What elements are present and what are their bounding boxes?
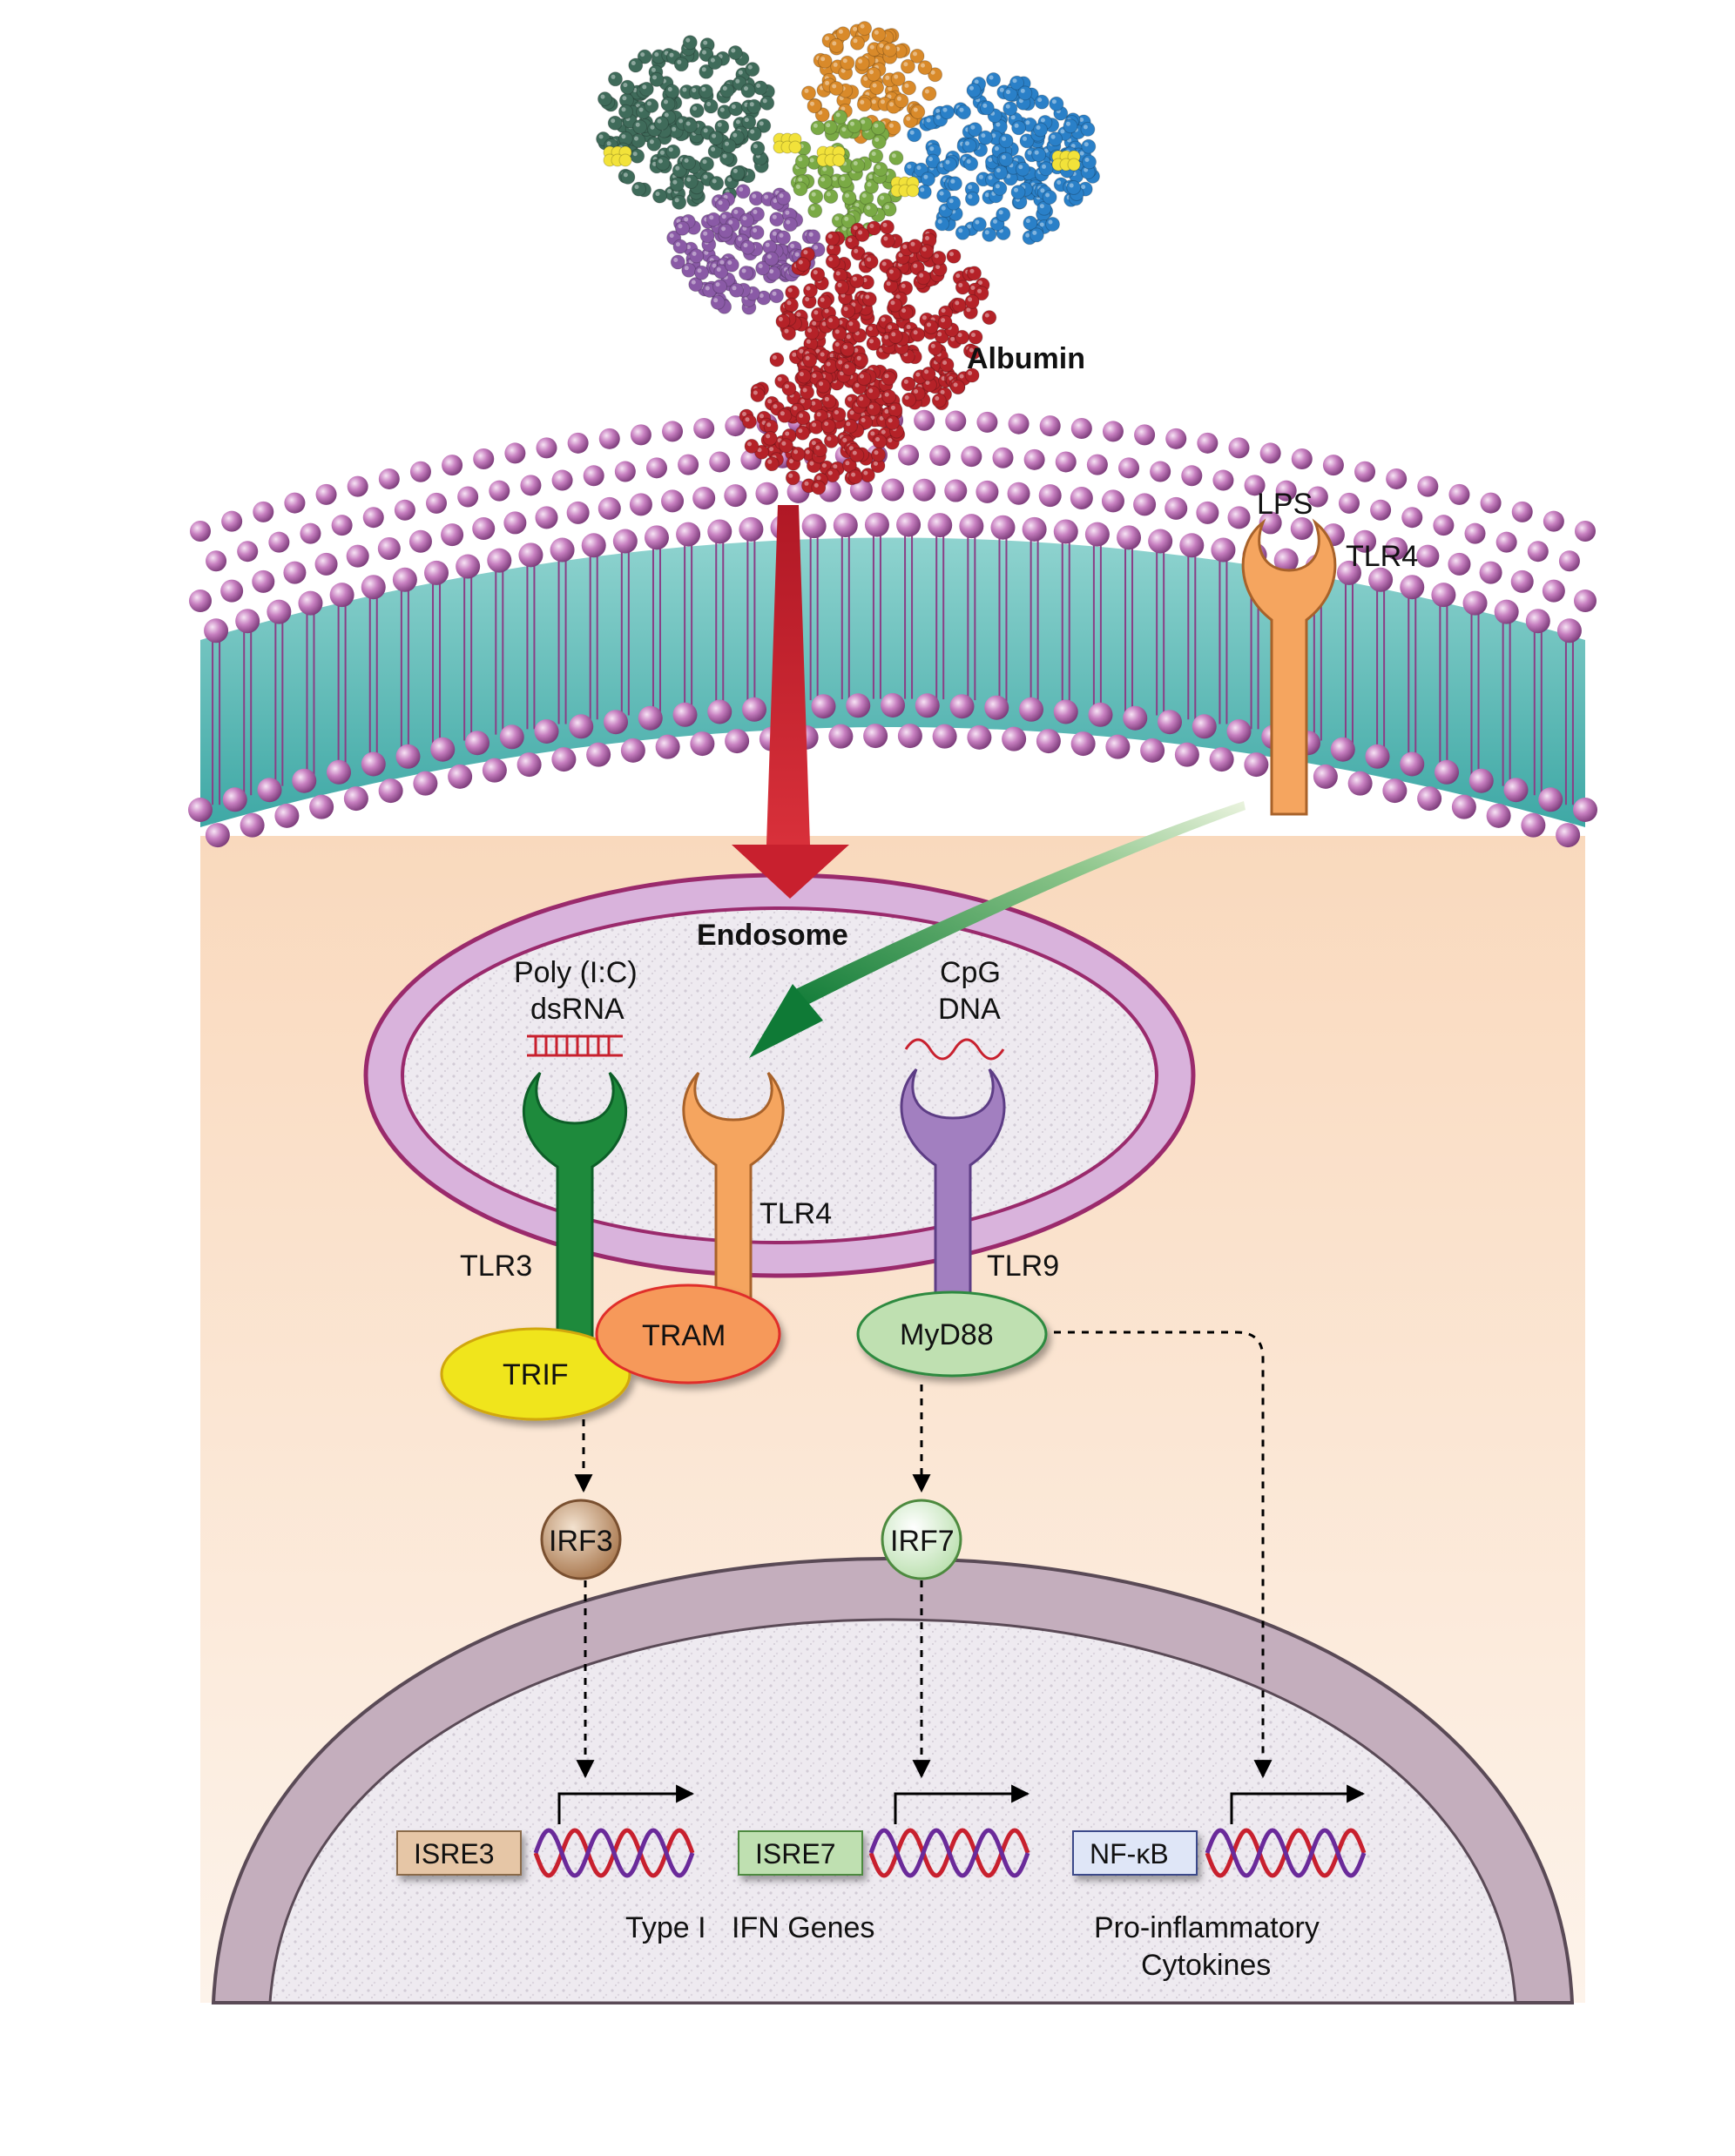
irf7-node: [881, 1499, 962, 1580]
isre7-label: ISRE7: [755, 1838, 835, 1870]
irf3-node: [540, 1499, 622, 1580]
type1-label: Type I: [625, 1911, 706, 1944]
nfkb-box: [1072, 1830, 1198, 1876]
tlr4-surface-label: TLR4: [1346, 540, 1418, 573]
dsrna-label: dsRNA: [530, 993, 624, 1026]
albumin-label: Albumin: [967, 342, 1085, 375]
nucleus: [211, 1556, 1575, 2004]
tlr3-label: TLR3: [460, 1250, 532, 1283]
dsrna-ladder-icon: [527, 1034, 623, 1057]
cpg-label: CpG: [940, 956, 1001, 989]
isre7-box: [738, 1830, 863, 1876]
tlr9-label: TLR9: [987, 1250, 1059, 1283]
nfkb-label: NF-κB: [1090, 1838, 1169, 1870]
tram-label: TRAM: [642, 1319, 726, 1352]
transcription-start-arrows: [557, 1784, 1366, 1824]
tlr4-surface-receptor: [1241, 518, 1337, 816]
isre3-box: [396, 1830, 522, 1876]
albumin-protein-structure-icon: [596, 21, 1100, 495]
lps-label: LPS: [1257, 488, 1313, 521]
pro-inflammatory-label: Pro-inflammatory: [1094, 1911, 1320, 1944]
dna-wave-icon: [904, 1038, 1005, 1061]
tlr4-endosomal-receptor: [682, 1071, 785, 1308]
tlr9-receptor: [900, 1068, 1006, 1308]
signaling-arrows: [574, 1331, 1273, 1779]
myd88-adaptor: [856, 1290, 1048, 1378]
trif-adaptor: [440, 1327, 631, 1421]
irf7-label: IRF7: [890, 1525, 955, 1558]
tlr3-receptor: [522, 1071, 628, 1347]
albumin-internalization-arrow: [732, 505, 849, 899]
isre3-label: ISRE3: [414, 1838, 494, 1870]
irf3-label: IRF3: [549, 1525, 613, 1558]
tlr4-endocytosis-arrow: [749, 801, 1246, 1058]
tlr4-endosomal-label: TLR4: [759, 1197, 832, 1230]
poly-ic-label: Poly (I:C): [514, 956, 638, 989]
trif-label: TRIF: [503, 1358, 569, 1391]
myd88-label: MyD88: [900, 1318, 994, 1351]
gene-helices: [533, 1828, 1367, 1878]
cytokines-label: Cytokines: [1141, 1949, 1271, 1982]
myd88-to-nfkb-arrow: [1054, 1331, 1273, 1779]
cpg-dna-label: DNA: [938, 993, 1001, 1026]
endosome-label: Endosome: [697, 919, 848, 952]
ifn-genes-label: IFN Genes: [732, 1911, 874, 1944]
cell-membrane: [188, 409, 1597, 848]
tram-adaptor: [595, 1283, 781, 1385]
